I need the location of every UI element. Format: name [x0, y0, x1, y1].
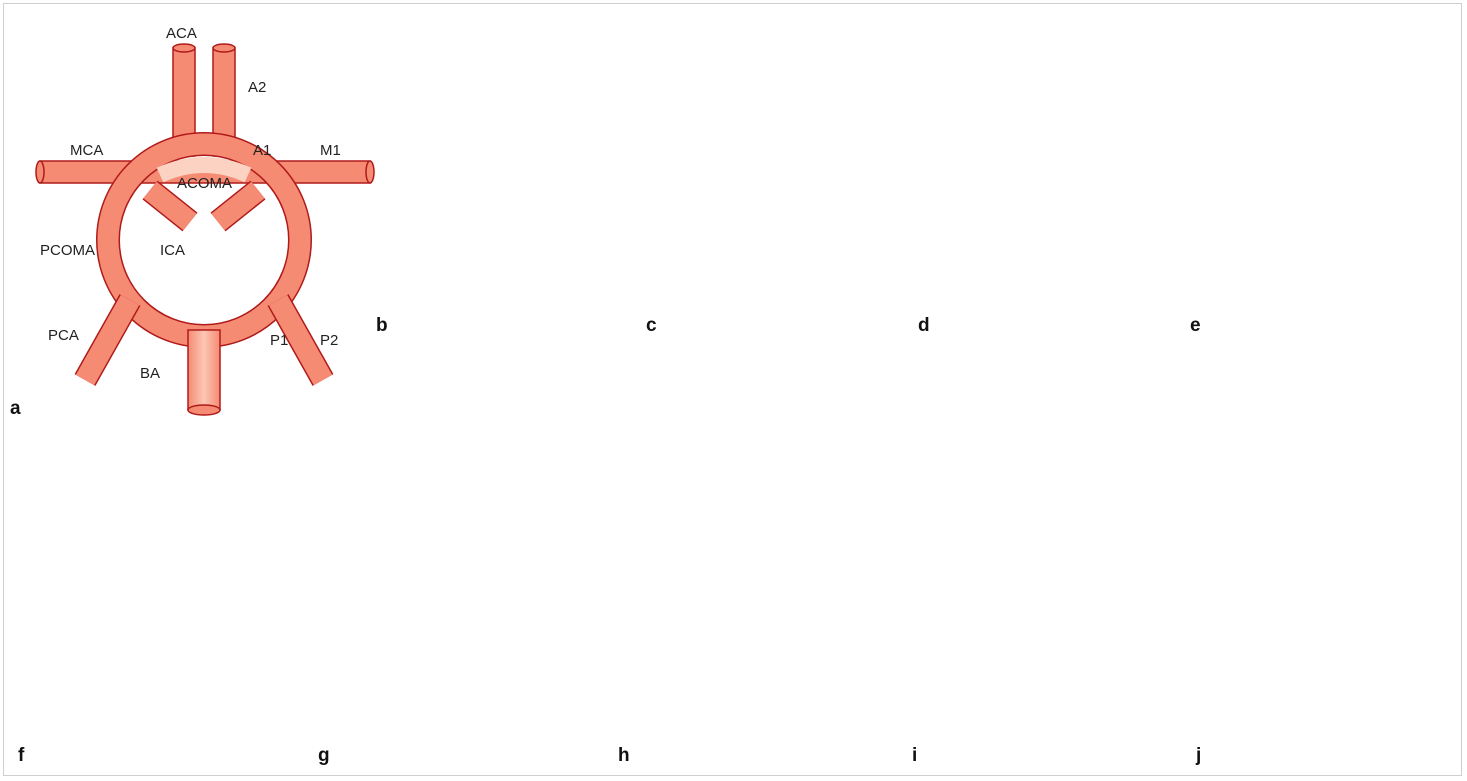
panel-letter-i: i — [912, 745, 917, 766]
label-p2: P2 — [320, 332, 338, 349]
vessels-a — [36, 44, 374, 415]
label-ica: ICA — [160, 242, 185, 259]
label-aca: ACA — [166, 25, 197, 42]
label-mca: MCA — [70, 142, 103, 159]
panel-letter-f: f — [18, 745, 25, 766]
panel-letter-g: g — [318, 745, 330, 766]
label-a2: A2 — [248, 79, 266, 96]
panel-letter-d: d — [918, 315, 930, 336]
panel-letter-c: c — [646, 315, 657, 336]
label-a1: A1 — [253, 142, 271, 159]
label-p1: P1 — [270, 332, 288, 349]
label-pcoma: PCOMA — [40, 242, 95, 259]
label-acoma: ACOMA — [177, 175, 232, 192]
panel-h: h — [618, 745, 630, 766]
panel-letter-j: j — [1195, 745, 1201, 766]
label-ba: BA — [140, 365, 160, 382]
label-pca: PCA — [48, 327, 79, 344]
panel-j: j — [1195, 745, 1201, 766]
panel-e: e — [1190, 315, 1201, 336]
panel-c: c — [646, 315, 657, 336]
panel-b: b — [376, 315, 388, 336]
panel-letter-h: h — [618, 745, 630, 766]
label-m1: M1 — [320, 142, 341, 159]
panel-a: a ACA A2 MCA A1 M1 ACOMA PCOMA ICA PCA P… — [10, 25, 374, 419]
panel-letter-e: e — [1190, 315, 1201, 336]
panel-f: f — [18, 745, 25, 766]
panel-g: g — [318, 745, 330, 766]
panel-d: d — [918, 315, 930, 336]
panel-i: i — [912, 745, 917, 766]
panel-letter-a: a — [10, 398, 21, 419]
panel-letter-b: b — [376, 315, 388, 336]
